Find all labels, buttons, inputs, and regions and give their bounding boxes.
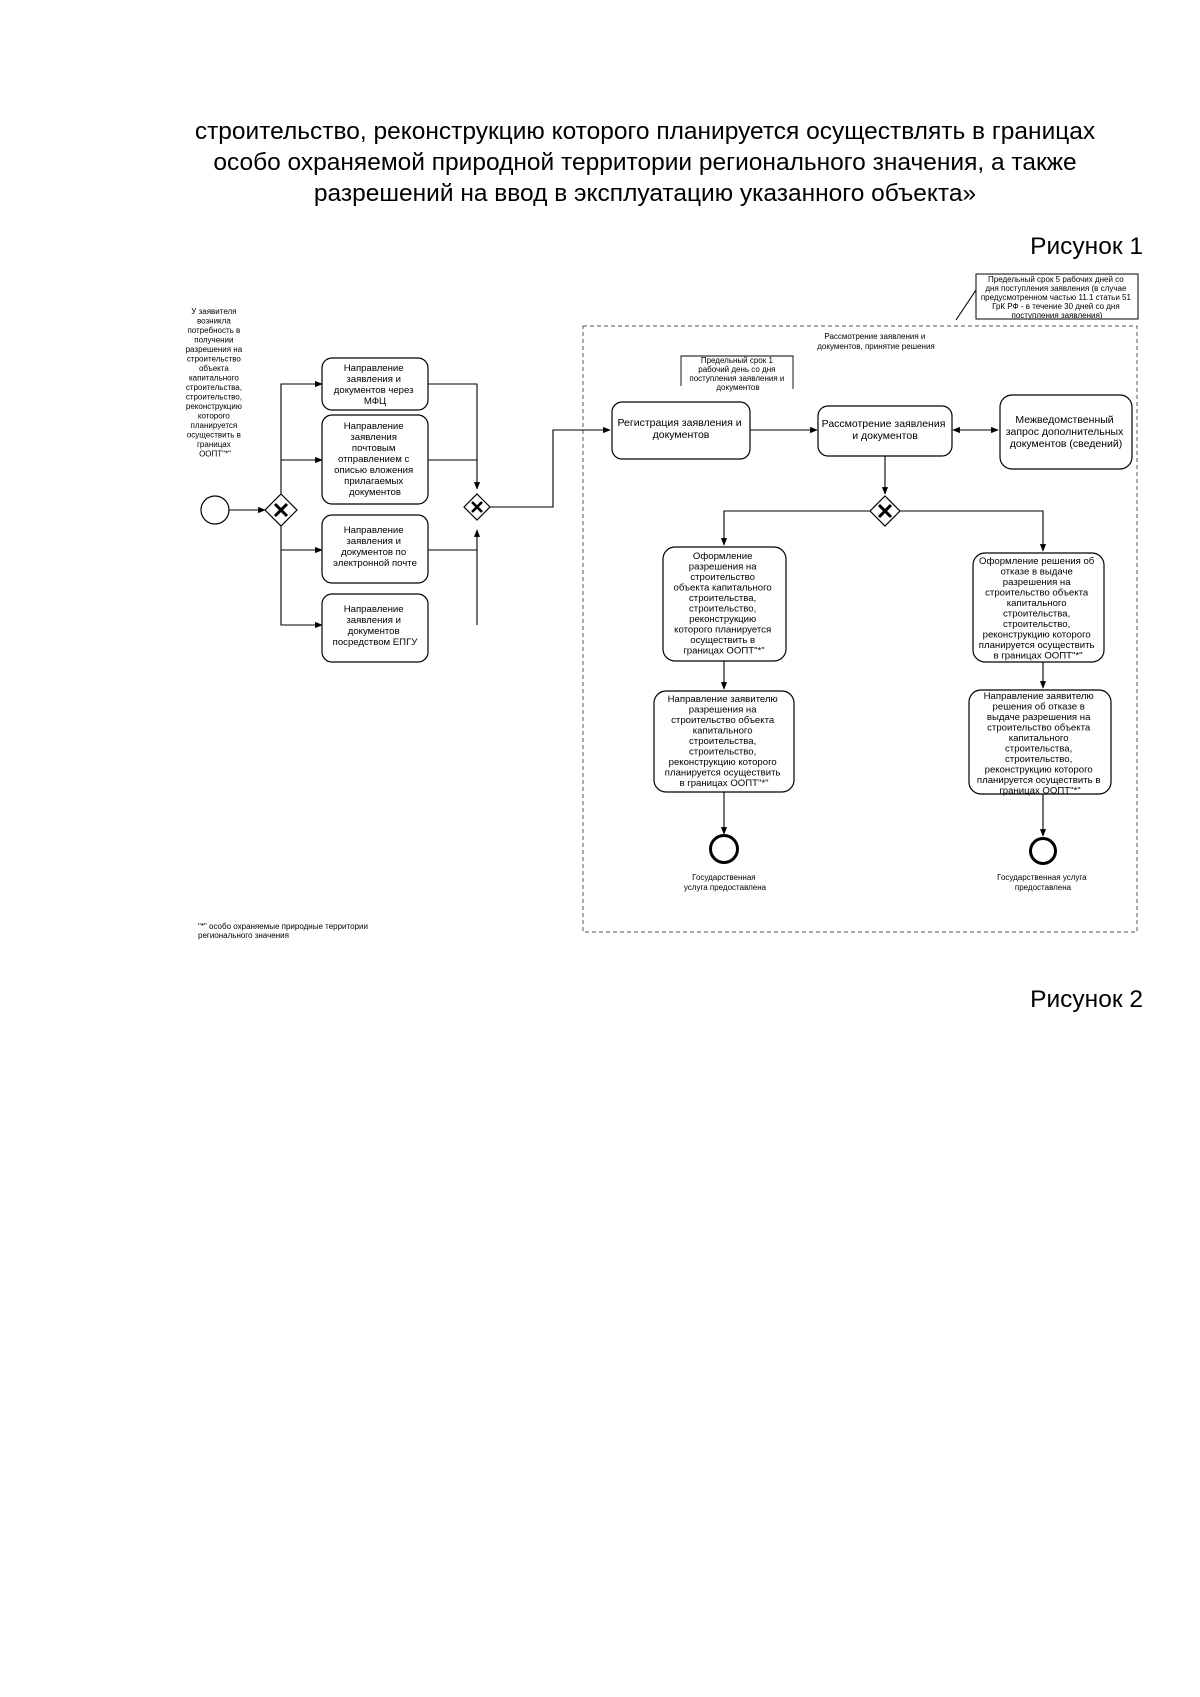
- task-refusal-send-text: Направление заявителю решения об отказе …: [977, 691, 1103, 797]
- merge-gateway: [463, 493, 491, 521]
- task-refusal-issue: [972, 552, 1105, 663]
- task-permit-issue-text: Оформление разрешения на строительство о…: [674, 551, 775, 657]
- note-1-day-bracket: [680, 355, 794, 389]
- note-5-days-text: Предельный срок 5 рабочих дней со дня по…: [981, 275, 1133, 320]
- task-refusal-send: [968, 689, 1112, 795]
- task-registration-text: Регистрация заявления и документов: [618, 417, 745, 441]
- start-event-description: У заявителя возникла потребность в получ…: [186, 307, 245, 459]
- flow-mfc-to-merge: [428, 383, 481, 490]
- task-interagency-text: Межведомственный запрос дополнительных д…: [1006, 414, 1127, 450]
- end-event-refusal-label: Государственная услуга предоставлена: [997, 873, 1089, 892]
- flow-decision-to-permit: [720, 510, 870, 546]
- document-heading: строительство, реконструкцию которого пл…: [150, 116, 1140, 209]
- figure-2-label: Рисунок 2: [1030, 986, 1143, 1013]
- task-email-text: Направление заявления и документов по эл…: [333, 525, 417, 569]
- figure-1-label: Рисунок 1: [1030, 233, 1143, 260]
- task-epgu-text: Направление заявления и документов посре…: [333, 604, 419, 648]
- end-event-refusal: [1029, 837, 1057, 865]
- pool-label: Рассмотрение заявления и документов, при…: [817, 332, 935, 351]
- heading-line-2: особо охраняемой природной территории ре…: [213, 149, 1077, 176]
- flow-decision-to-refusal: [900, 510, 1047, 552]
- flow-merge-to-registration: [490, 426, 611, 508]
- task-mail-text: Направление заявления почтовым отправлен…: [334, 421, 416, 498]
- task-permit-send-text: Направление заявителю разрешения на стро…: [665, 694, 783, 789]
- flow-split-to-epgu: [280, 526, 323, 629]
- note-1-day-text: Предельный срок 1 рабочий день со дня по…: [689, 356, 786, 392]
- flow-split-to-mfc: [280, 380, 323, 494]
- note-5-days-connector: [955, 289, 977, 321]
- task-interagency-request: [999, 394, 1133, 470]
- task-epgu-submission: [321, 593, 429, 663]
- heading-line-3: разрешений на ввод в эксплуатацию указан…: [313, 180, 977, 207]
- task-email-submission: [321, 514, 429, 584]
- split-gateway: [264, 493, 298, 527]
- footnote-text: "*" особо охраняемые природные территори…: [198, 922, 370, 940]
- decision-gateway: [869, 495, 901, 527]
- review-pool: [582, 325, 1138, 933]
- end-event-permit-label: Государственная услуга предоставлена: [684, 873, 767, 892]
- task-refusal-issue-text: Оформление решения об отказе в выдаче ра…: [979, 556, 1097, 662]
- task-mfc-text: Направление заявления и документов через…: [334, 363, 416, 407]
- heading-line-1: строительство, реконструкцию которого пл…: [194, 118, 1096, 145]
- end-event-permit: [709, 834, 739, 864]
- start-event-circle: [200, 495, 230, 525]
- note-5-days-box: [975, 273, 1139, 320]
- task-review-text: Рассмотрение заявления и документов: [822, 418, 949, 442]
